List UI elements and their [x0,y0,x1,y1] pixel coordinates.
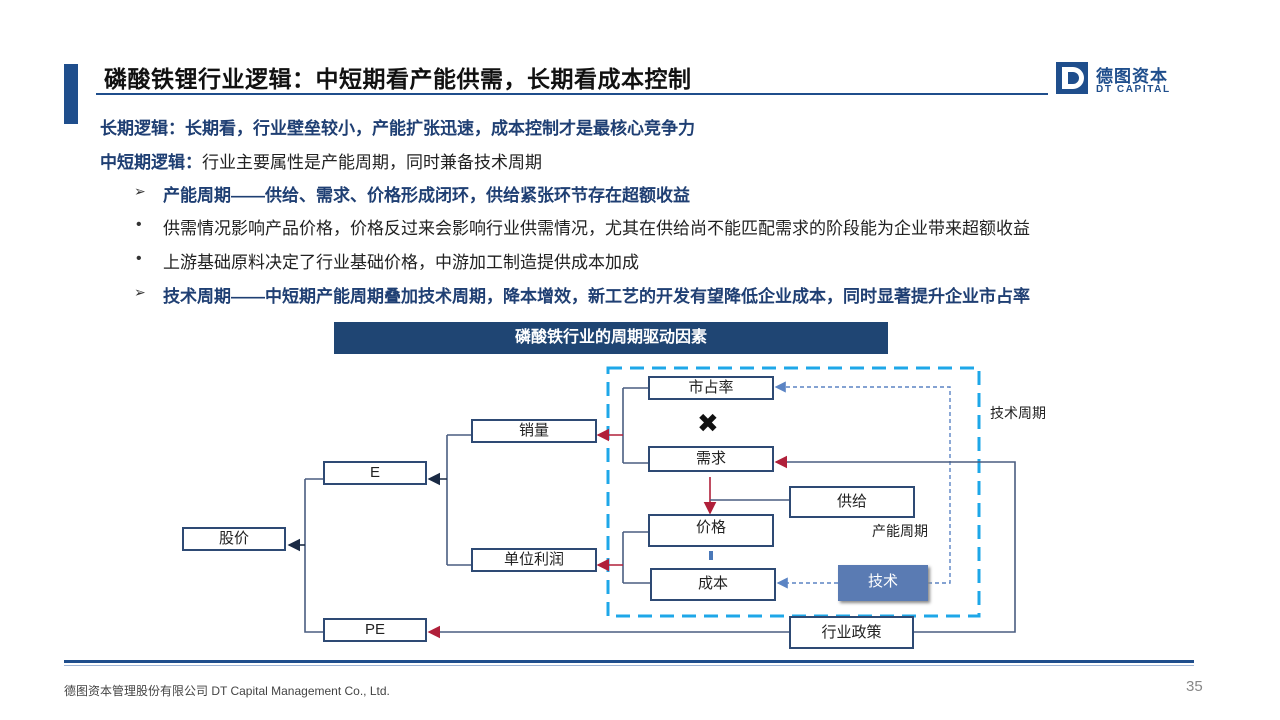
bullet-supply-demand: 供需情况影响产品价格，价格反过来会影响行业供需情况，尤其在供给尚不能匹配需求的阶… [163,219,1030,238]
long-term-logic: 长期逻辑：长期看，行业壁垒较小，产能扩张迅速，成本控制才是最核心竞争力 [100,119,695,138]
tech-cycle-label: 技术周期 [990,405,1046,421]
footer-divider-thin [64,665,1194,666]
arrow-bullet-icon: ➢ [134,183,146,199]
mid-term-logic: 中短期逻辑：行业主要属性是产能周期，同时兼备技术周期 [100,148,542,173]
bullet-upstream: 上游基础原料决定了行业基础价格，中游加工制造提供成本加成 [163,253,639,272]
title-divider [96,93,1048,95]
node-share-price: 股价 [182,527,286,551]
diagram-banner: 磷酸铁行业的周期驱动因素 [334,322,888,354]
tech-cycle-heading: 技术周期——中短期产能周期叠加技术周期，降本增效，新工艺的开发有望降低企业成本，… [163,287,1030,306]
dot-bullet-icon: • [136,216,142,233]
capacity-cycle-heading: 产能周期——供给、需求、价格形成闭环，供给紧张环节存在超额收益 [163,186,690,205]
node-technology: 技术 [838,565,928,601]
node-industry-policy: 行业政策 [789,616,914,649]
logo-english-name: DT CAPITAL [1096,84,1171,95]
cross-icon: ✖ [697,408,719,438]
node-demand: 需求 [648,446,774,472]
arrow-bullet-icon: ➢ [134,284,146,300]
node-unit-profit: 单位利润 [471,548,597,572]
page-number: 35 [1186,678,1203,695]
capacity-cycle-label: 产能周期 [872,523,928,539]
footer-divider [64,660,1194,663]
node-pe: PE [323,618,427,642]
company-logo: 德图资本 DT CAPITAL [1056,60,1186,100]
dot-bullet-icon: • [136,250,142,267]
dt-logo-icon [1056,62,1088,94]
mid-term-text: 行业主要属性是产能周期，同时兼备技术周期 [202,153,542,172]
node-e: E [323,461,427,485]
title-accent-bar [64,64,78,124]
node-sales: 销量 [471,419,597,443]
logo-chinese-name: 德图资本 [1096,67,1168,86]
node-supply: 供给 [789,486,915,518]
page-title: 磷酸铁锂行业逻辑：中短期看产能供需，长期看成本控制 [104,66,692,92]
mid-term-label: 中短期逻辑： [100,153,202,172]
node-cost: 成本 [650,568,776,601]
node-market-share: 市占率 [648,376,774,400]
node-price: 价格 [648,514,774,547]
footer-company: 德图资本管理股份有限公司 DT Capital Management Co., … [64,684,390,698]
